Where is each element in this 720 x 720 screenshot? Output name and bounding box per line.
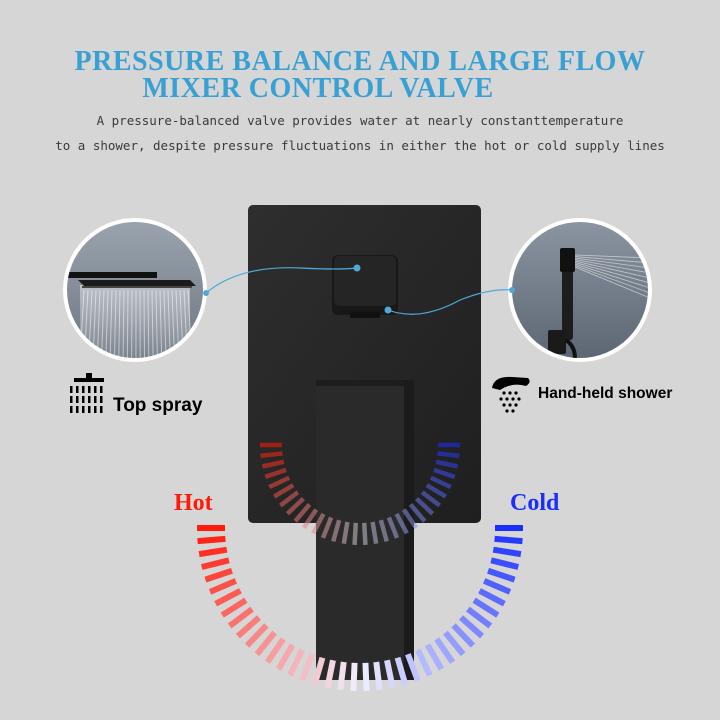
arc-tick xyxy=(384,659,396,689)
arc-tick xyxy=(435,459,459,469)
arc-tick xyxy=(425,483,447,499)
arc-tick xyxy=(287,648,305,677)
arc-tick xyxy=(302,508,319,530)
arc-tick xyxy=(275,643,296,671)
arc-tick xyxy=(244,623,269,648)
arc-tick xyxy=(394,656,409,686)
arc-tick xyxy=(370,521,379,545)
handheld-shower-photo xyxy=(508,218,652,362)
top-spray-label: Top spray xyxy=(113,395,203,416)
arc-tick xyxy=(483,578,512,595)
arc-tick xyxy=(472,597,500,618)
arc-tick xyxy=(415,648,433,677)
arc-tick xyxy=(490,557,519,570)
top-spray-photo xyxy=(63,218,207,362)
temperature-arc-inner xyxy=(260,442,460,545)
arc-tick xyxy=(401,508,418,530)
connector-lines xyxy=(205,267,513,315)
arc-tick xyxy=(459,615,484,639)
arc-tick xyxy=(405,653,421,682)
arc-tick xyxy=(361,522,368,545)
arc-tick xyxy=(437,451,460,459)
arc-tick xyxy=(451,623,476,648)
page-title-line1: PRESSURE BALANCE AND LARGE FLOW xyxy=(74,46,646,77)
arc-tick xyxy=(394,512,409,535)
description-line1: A pressure-balanced valve provides water… xyxy=(96,113,624,128)
arc-tick xyxy=(466,606,493,629)
arc-tick xyxy=(415,497,435,516)
arc-tick xyxy=(208,578,237,595)
arc-tick xyxy=(443,630,466,657)
arc-tick xyxy=(214,588,242,607)
arc-tick xyxy=(268,475,291,490)
arc-tick xyxy=(386,516,400,539)
handheld-shower-label: Hand-held shower xyxy=(538,385,673,402)
arc-tick xyxy=(331,519,342,542)
arc-tick xyxy=(236,615,261,639)
description-line2: to a shower, despite pressure fluctuatio… xyxy=(55,138,665,153)
arc-tick xyxy=(299,653,315,682)
arc-tick xyxy=(311,512,326,535)
arc-tick xyxy=(492,546,522,558)
arc-tick xyxy=(424,643,445,671)
arc-tick xyxy=(478,588,506,607)
arc-tick xyxy=(494,535,523,545)
arc-tick xyxy=(341,521,350,545)
arc-tick xyxy=(373,661,383,691)
arc-tick xyxy=(337,661,347,691)
arc-tick xyxy=(279,490,300,508)
arc-tick xyxy=(350,662,358,691)
rain-shower-head-icon xyxy=(70,373,104,413)
arc-tick xyxy=(378,519,389,542)
arc-tick xyxy=(261,459,285,469)
arc-tick xyxy=(352,522,359,545)
arc-tick xyxy=(285,497,305,516)
arc-tick xyxy=(362,662,370,691)
page-title-line2: MIXER CONTROL VALVE xyxy=(142,73,494,104)
arc-tick xyxy=(273,483,295,499)
arc-tick xyxy=(408,502,427,523)
arc-tick xyxy=(201,557,230,570)
arc-tick xyxy=(227,606,254,629)
arc-tick xyxy=(320,516,334,539)
arc-tick xyxy=(487,567,516,583)
arc-tick xyxy=(324,659,336,689)
temperature-arc-outer xyxy=(197,525,523,691)
arc-tick xyxy=(420,490,441,508)
arc-tick xyxy=(293,502,312,523)
arc-tick xyxy=(254,630,277,657)
arc-tick xyxy=(433,467,456,480)
valve-trim-plate xyxy=(248,205,481,523)
arc-tick xyxy=(264,637,286,664)
arc-tick xyxy=(197,535,226,545)
handheld-shower-icon xyxy=(492,376,530,413)
cold-label: Cold xyxy=(510,490,560,516)
arc-tick xyxy=(264,467,287,480)
arc-tick xyxy=(204,567,233,583)
arc-tick xyxy=(311,656,326,686)
arc-tick xyxy=(260,451,283,459)
hot-label: Hot xyxy=(174,490,213,516)
arc-tick xyxy=(198,546,228,558)
arc-tick xyxy=(220,597,248,618)
arc-tick xyxy=(429,475,452,490)
arc-tick xyxy=(434,637,456,664)
